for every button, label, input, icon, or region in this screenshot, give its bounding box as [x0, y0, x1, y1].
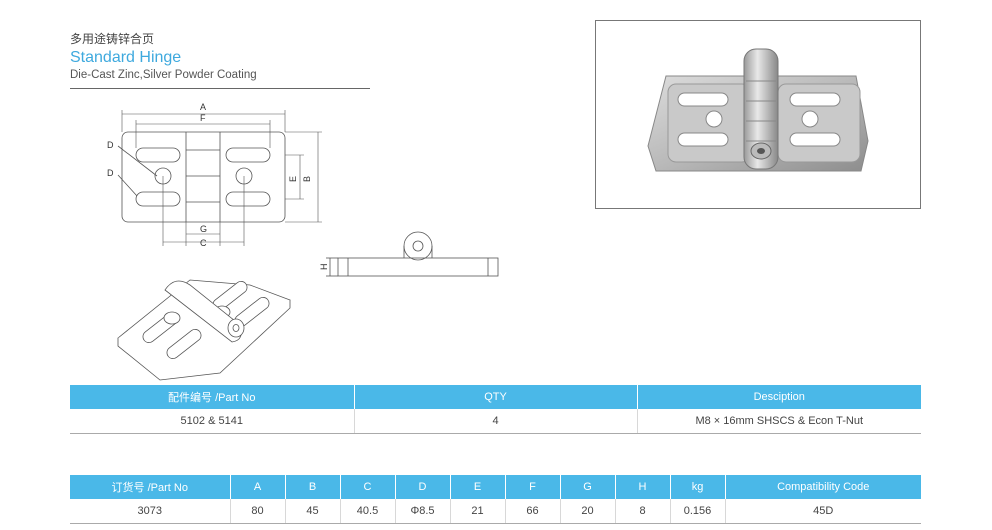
col-description: Desciption	[637, 385, 921, 409]
col-compatibility: Compatibility Code	[725, 475, 921, 499]
dim-label-c: C	[200, 238, 207, 248]
cell-compatibility: 45D	[725, 499, 921, 524]
dim-label-d1: D	[107, 140, 114, 150]
dim-label-h: H	[319, 264, 329, 271]
col-a: A	[230, 475, 286, 499]
parts-table: 配件编号 /Part No QTY Desciption 5102 & 5141…	[70, 385, 921, 434]
subtitle: Die-Cast Zinc,Silver Powder Coating	[70, 69, 257, 81]
side-view	[326, 231, 499, 277]
cell-c: 40.5	[340, 499, 396, 524]
cell-h: 8	[615, 499, 671, 524]
top-view-plate	[121, 131, 286, 223]
cell-d: Φ8.5	[395, 499, 451, 524]
cell-e: 21	[450, 499, 506, 524]
title-rule	[70, 88, 370, 89]
col-order-no: 订货号 /Part No	[70, 475, 231, 499]
table-row: 5102 & 5141 4 M8 × 16mm SHSCS & Econ T-N…	[70, 409, 921, 434]
col-e: E	[450, 475, 506, 499]
cn-title: 多用途铸锌合页	[70, 32, 155, 46]
cell-description: M8 × 16mm SHSCS & Econ T-Nut	[637, 409, 921, 434]
cell-f: 66	[505, 499, 561, 524]
cell-part-no: 5102 & 5141	[70, 409, 355, 434]
col-d: D	[395, 475, 451, 499]
col-b: B	[285, 475, 341, 499]
col-qty: QTY	[354, 385, 638, 409]
hinge-photo	[647, 48, 869, 172]
dim-label-d2: D	[107, 168, 114, 178]
col-c: C	[340, 475, 396, 499]
dim-label-b: B	[302, 176, 312, 182]
col-g: G	[560, 475, 616, 499]
dim-label-g: G	[200, 224, 207, 234]
product-photo-frame	[595, 20, 921, 209]
cell-kg: 0.156	[670, 499, 726, 524]
parts-table-header: 配件编号 /Part No QTY Desciption	[70, 385, 921, 409]
dim-label-f: F	[200, 113, 206, 123]
cell-a: 80	[230, 499, 286, 524]
dim-label-e: E	[288, 176, 298, 182]
cell-qty: 4	[354, 409, 638, 434]
order-table: 订货号 /Part No A B C D E F G H kg Compatib…	[70, 475, 921, 524]
technical-drawing: A F D D E B G C H	[107, 102, 499, 381]
cell-g: 20	[560, 499, 616, 524]
dim-label-a: A	[200, 102, 206, 112]
col-kg: kg	[670, 475, 726, 499]
isometric-view	[117, 279, 291, 381]
cell-b: 45	[285, 499, 341, 524]
order-table-header: 订货号 /Part No A B C D E F G H kg Compatib…	[70, 475, 921, 499]
col-part-no: 配件编号 /Part No	[70, 385, 355, 409]
page-title: Standard Hinge	[70, 49, 182, 66]
col-h: H	[615, 475, 671, 499]
cell-order-no: 3073	[70, 499, 231, 524]
col-f: F	[505, 475, 561, 499]
table-row: 3073 80 45 40.5 Φ8.5 21 66 20 8 0.156 45…	[70, 499, 921, 524]
